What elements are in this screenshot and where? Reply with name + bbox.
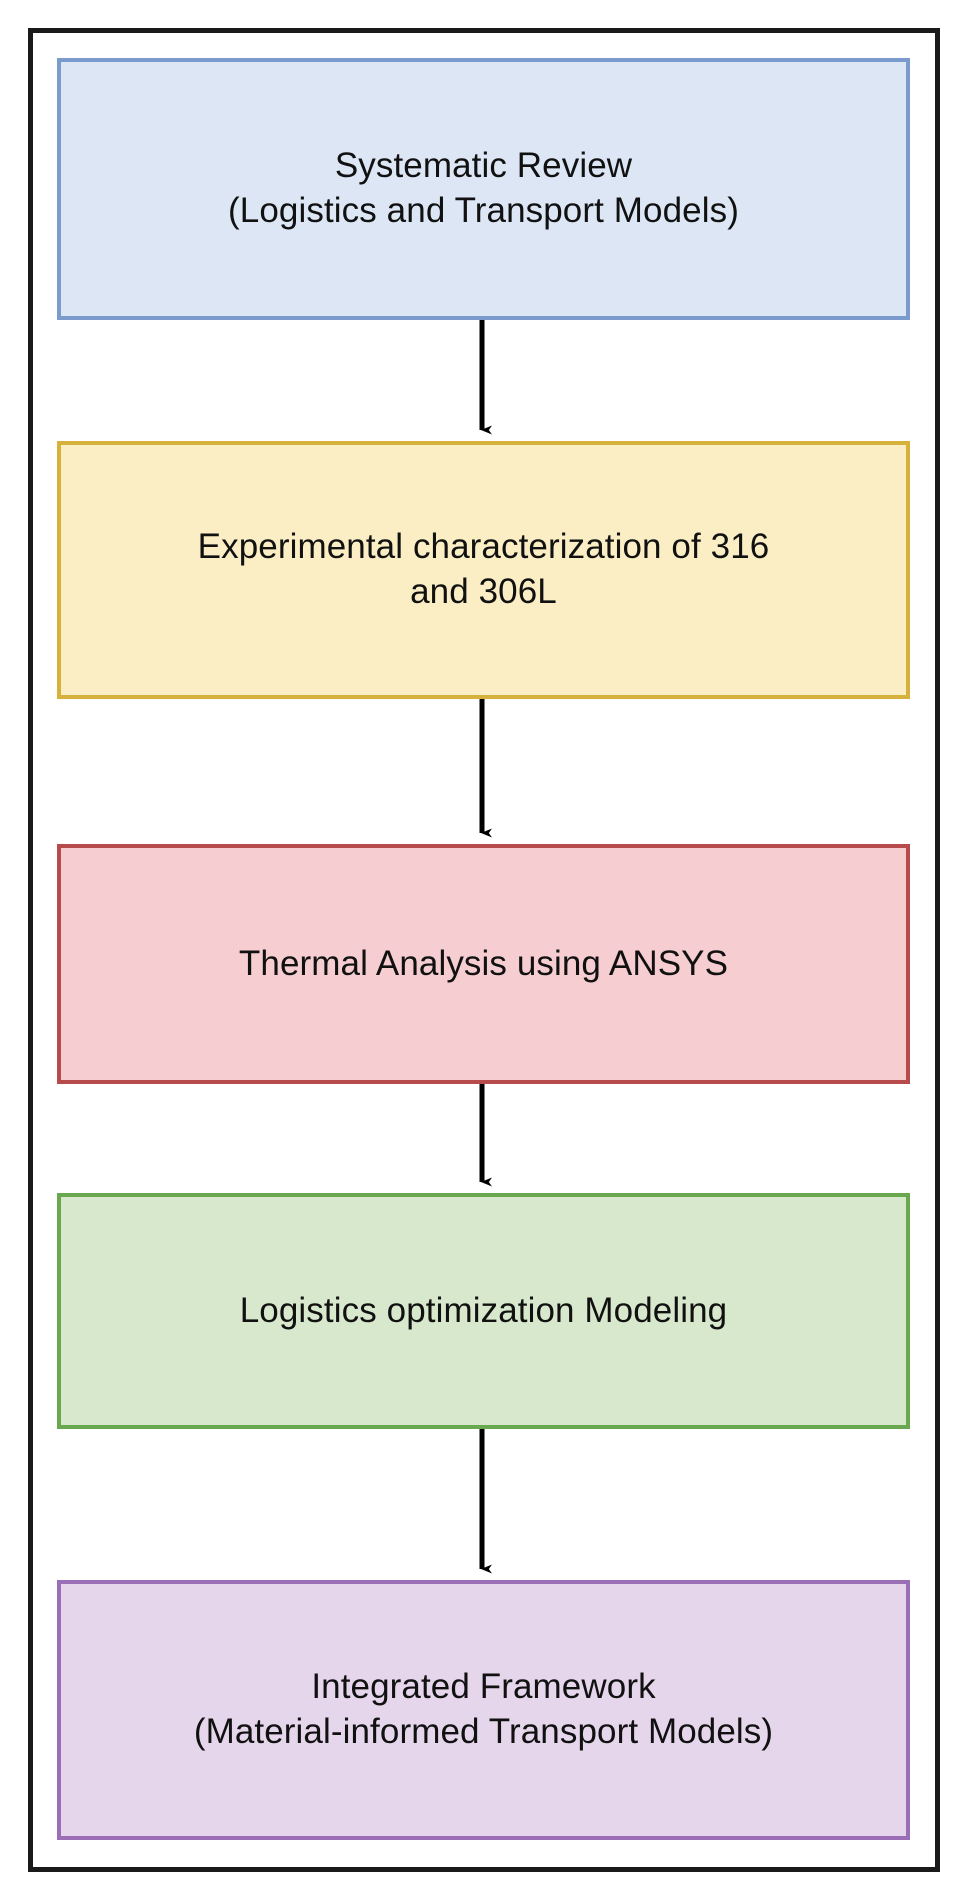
node-systematic-review[interactable]: Systematic Review (Logistics and Transpo…	[57, 58, 910, 320]
node-integrated-framework-label: Integrated Framework (Material-informed …	[193, 1667, 774, 1751]
node-experimental-characterization-label: Experimental characterization of 316 and…	[197, 527, 770, 611]
node-logistics-optimization[interactable]: Logistics optimization Modeling	[57, 1193, 910, 1429]
node-thermal-analysis[interactable]: Thermal Analysis using ANSYS	[57, 844, 910, 1084]
node-logistics-optimization-label: Logistics optimization Modeling	[239, 1290, 728, 1330]
node-systematic-review-label: Systematic Review (Logistics and Transpo…	[228, 146, 739, 230]
node-thermal-analysis-label: Thermal Analysis using ANSYS	[238, 943, 729, 983]
node-experimental-characterization[interactable]: Experimental characterization of 316 and…	[57, 441, 910, 699]
node-integrated-framework[interactable]: Integrated Framework (Material-informed …	[57, 1580, 910, 1840]
